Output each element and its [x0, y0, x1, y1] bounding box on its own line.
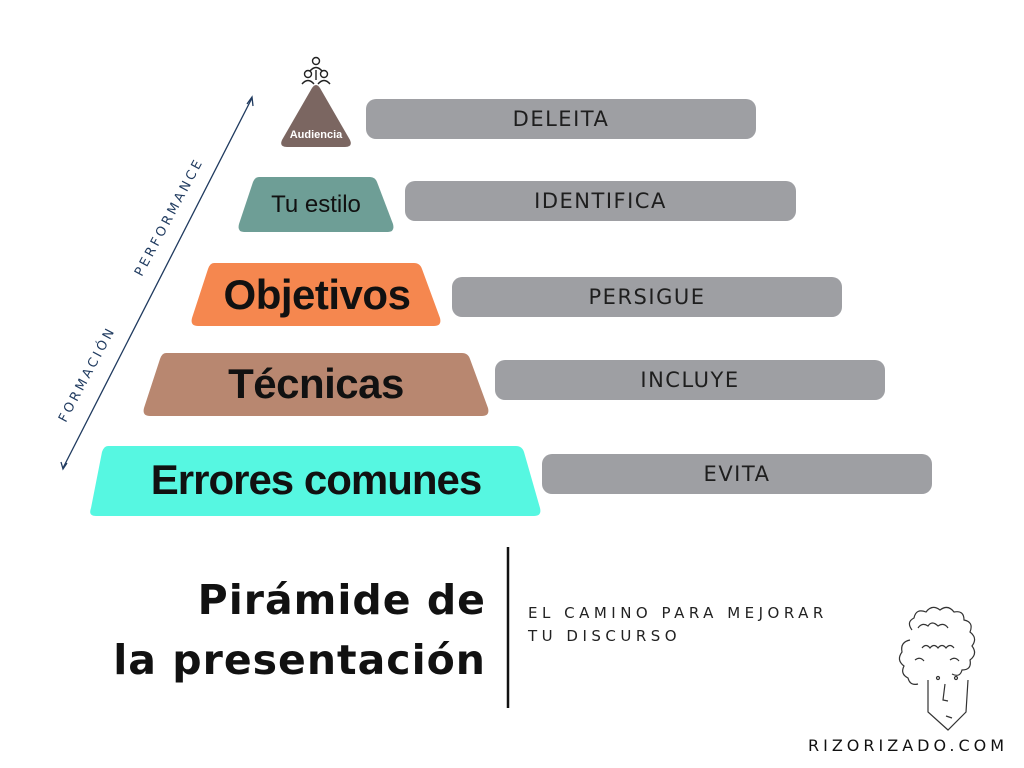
action-bar-incluye: INCLUYE — [495, 360, 885, 400]
tier-shape-audiencia — [281, 85, 351, 147]
action-label-deleita: DELEITA — [512, 107, 610, 131]
action-bar-identifica: IDENTIFICA — [405, 181, 796, 221]
tier-shape-errores-comunes — [90, 446, 541, 516]
action-label-incluye: INCLUYE — [640, 368, 740, 392]
action-bar-evita: EVITA — [542, 454, 932, 494]
curly-hair-face-icon — [898, 606, 976, 731]
tier-label-objetivos: Objetivos — [223, 271, 411, 318]
tier-shape-objetivos — [191, 263, 441, 326]
progress-axis-arrow — [60, 95, 254, 471]
action-label-persigue: PERSIGUE — [588, 285, 706, 309]
tier-label-errores-comunes: Errores comunes — [150, 456, 482, 503]
title-line-2: la presentación — [113, 636, 486, 684]
audience-people-icon — [301, 56, 331, 85]
subtitle-line-2: TU DISCURSO — [528, 627, 682, 645]
tier-label-audiencia: Audiencia — [289, 129, 343, 141]
subtitle-line-1: EL CAMINO PARA MEJORAR — [528, 604, 828, 622]
action-bar-deleita: DELEITA — [366, 99, 756, 139]
tier-shape-tu-estilo — [238, 177, 394, 232]
tier-shape-tecnicas — [143, 353, 489, 416]
action-label-evita: EVITA — [703, 462, 771, 486]
brand-link-text: RIZORIZADO.COM — [808, 736, 1009, 755]
tier-label-tecnicas: Técnicas — [228, 360, 404, 407]
tier-label-tu-estilo: Tu estilo — [271, 191, 361, 218]
title-line-1: Pirámide de — [197, 576, 486, 624]
action-bar-persigue: PERSIGUE — [452, 277, 842, 317]
action-label-identifica: IDENTIFICA — [534, 189, 667, 213]
